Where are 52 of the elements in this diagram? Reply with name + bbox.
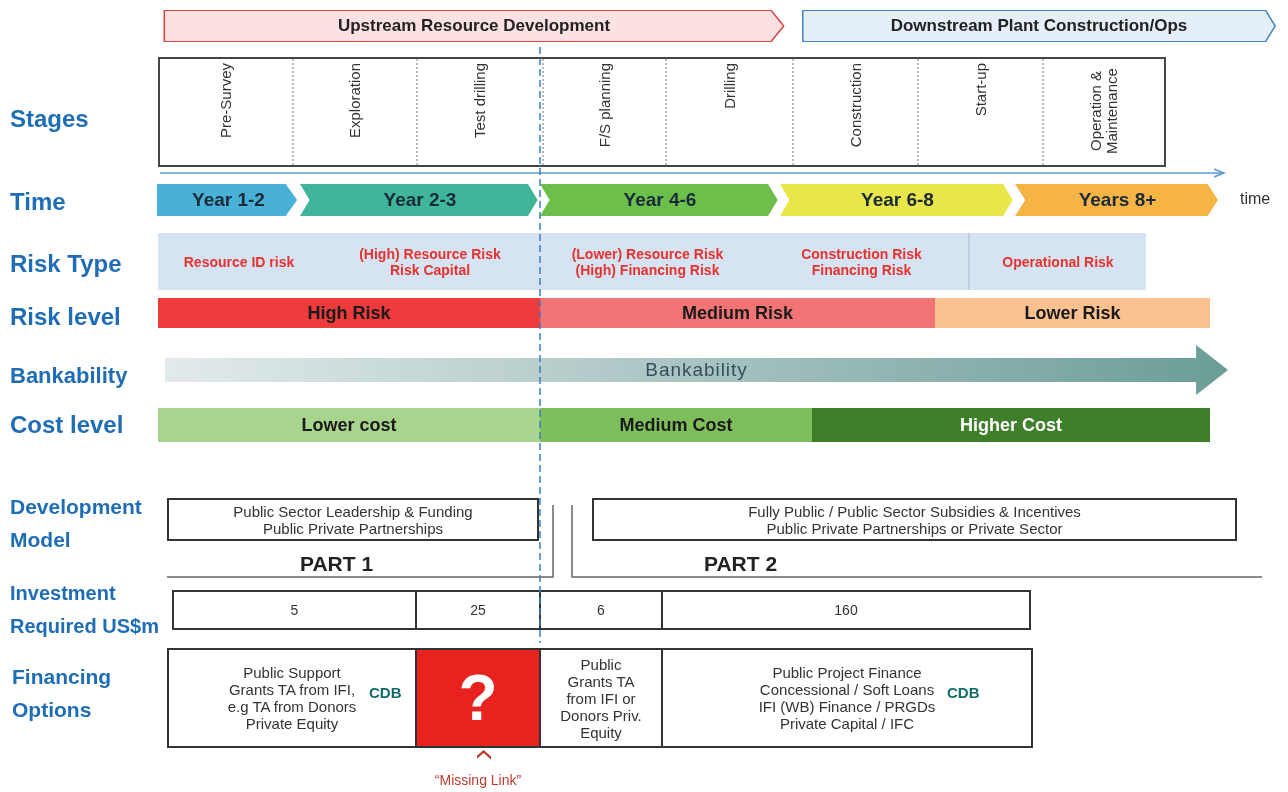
row-label: Bankability [10, 362, 128, 390]
risk-type-cell: (High) Resource Risk Risk Capital [320, 233, 540, 290]
risk-type-band [158, 233, 1146, 290]
row-label: Time [10, 187, 66, 217]
risk-bar: Medium Risk [540, 298, 935, 328]
row-label: PART 2 [704, 551, 778, 577]
cost-bar: Lower cost [158, 408, 540, 442]
bankability-arrow: Bankability [165, 345, 1228, 395]
stage-cell: Construction [792, 59, 917, 165]
stage-cell: Start-up [917, 59, 1042, 165]
stage-cell: F/S planning [542, 59, 665, 165]
row-label: Development Model [10, 494, 143, 553]
bank-code-text: CDB [369, 683, 402, 703]
risk-bar: High Risk [158, 298, 540, 328]
stage-cell: Exploration [292, 59, 416, 165]
time-period-band: Year 6-8 [780, 184, 1015, 216]
time-period-band: Years 8+ [1015, 184, 1220, 216]
row-label: Risk Type [10, 249, 122, 279]
table-cell: Public Project Finance Concessional / Soft Loans IFI (WB) Finance / PRGDs Private Capital / IFC CDB [661, 648, 1033, 748]
time-period-band: Year 4-6 [540, 184, 780, 216]
cost-bar: Higher Cost [812, 408, 1210, 442]
stage-cell: Drilling [665, 59, 792, 165]
stage-cell: Test drilling [416, 59, 542, 165]
risk-type-cell: Operational Risk [968, 233, 1146, 290]
risk-bar: Lower Risk [935, 298, 1210, 328]
bank-code-text: CDB [947, 683, 980, 703]
row-label: Cost level [10, 410, 124, 440]
model-box: Public Sector Leadership & Funding Public Private Partnerships [167, 498, 539, 541]
table-cell: 6 [539, 590, 663, 630]
table-cell: Public Grants TA from IFI or Donors Priv. Equity [539, 648, 663, 748]
row-label: PART 1 [300, 551, 374, 577]
row-label: Risk level [10, 302, 121, 332]
risk-type-cell: (Lower) Resource Risk (High) Financing Risk [540, 233, 755, 290]
model-box: Fully Public / Public Sector Subsidies & Incentives Public Private Partnerships or Private Sector [592, 498, 1237, 541]
time-period-band: Year 1-2 [157, 184, 300, 216]
risk-type-cell: Construction Risk Financing Risk [755, 233, 968, 290]
time-period-band: Year 2-3 [300, 184, 540, 216]
callout-text: “Missing Link” [398, 770, 558, 790]
table-cell: Public Support Grants TA from IFI, e.g TA from Donors Private Equity CDB [167, 648, 417, 748]
cost-bar: Medium Cost [540, 408, 812, 442]
table-cell: 25 [415, 590, 541, 630]
row-label: Stages [10, 104, 89, 134]
row-label: time [1240, 189, 1271, 209]
risk-type-cell: Resource ID risk [158, 233, 320, 290]
table-cell: 160 [661, 590, 1031, 630]
table-cell: 5 [172, 590, 417, 630]
row-label: Financing Options [12, 664, 113, 723]
stage-cell: Operation & Maintenance [1042, 59, 1164, 165]
stage-cell: Pre-Survey [160, 59, 292, 165]
question-box: ? [415, 648, 541, 748]
stages-box [158, 57, 1166, 167]
row-label: Investment Required US$m [10, 581, 160, 639]
